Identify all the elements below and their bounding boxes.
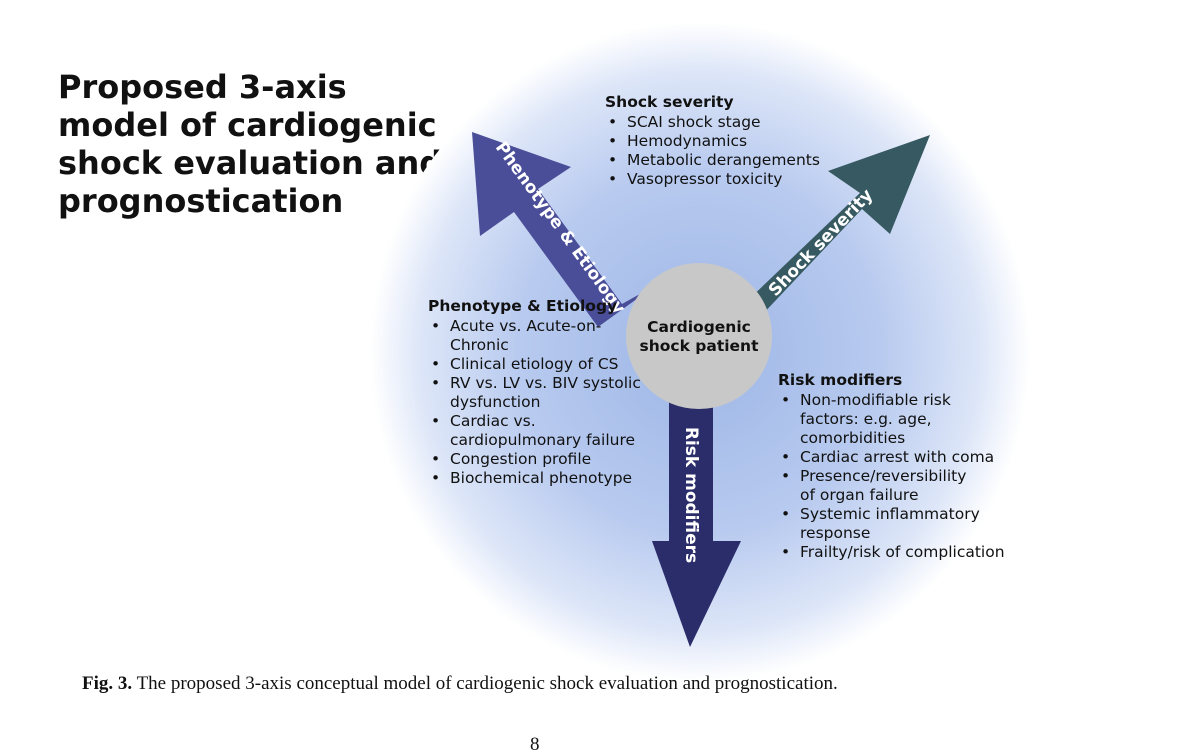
center-label-line-2: shock patient bbox=[639, 337, 759, 355]
phenotype-etiology-block: Phenotype & Etiology Acute vs. Acute-on-… bbox=[428, 297, 648, 488]
risk-modifiers-list: Non-modifiable risk factors: e.g. age, c… bbox=[778, 391, 1008, 562]
page-number: 8 bbox=[530, 734, 540, 755]
phenotype-etiology-heading: Phenotype & Etiology bbox=[428, 297, 618, 315]
list-item: Vasopressor toxicity bbox=[605, 170, 865, 189]
list-item: Hemodynamics bbox=[605, 132, 865, 151]
phenotype-etiology-list: Acute vs. Acute-on- Chronic Clinical eti… bbox=[428, 317, 648, 488]
list-item: SCAI shock stage bbox=[605, 113, 865, 132]
list-item: Congestion profile bbox=[428, 450, 648, 469]
risk-modifiers-heading: Risk modifiers bbox=[778, 371, 903, 389]
risk-modifiers-arrow bbox=[652, 395, 741, 647]
list-item: Presence/reversibility of organ failure bbox=[778, 467, 1008, 505]
list-item: Frailty/risk of complication bbox=[778, 543, 1008, 562]
list-item: Clinical etiology of CS bbox=[428, 355, 648, 374]
list-item: Cardiac vs. cardiopulmonary failure bbox=[428, 412, 648, 450]
center-circle bbox=[626, 263, 772, 409]
shock-severity-heading: Shock severity bbox=[605, 93, 734, 111]
list-item: RV vs. LV vs. BIV systolic dysfunction bbox=[428, 374, 648, 412]
page-title: Proposed 3-axis model of cardiogenic sho… bbox=[58, 68, 443, 220]
list-item: Acute vs. Acute-on- Chronic bbox=[428, 317, 648, 355]
list-item: Systemic inflammatory response bbox=[778, 505, 1008, 543]
list-item: Non-modifiable risk factors: e.g. age, c… bbox=[778, 391, 1008, 448]
figure-caption: Fig. 3. The proposed 3-axis conceptual m… bbox=[82, 673, 1182, 695]
center-label-line-1: Cardiogenic bbox=[647, 318, 751, 336]
shock-severity-list: SCAI shock stage Hemodynamics Metabolic … bbox=[605, 113, 865, 189]
shock-severity-block: Shock severity SCAI shock stage Hemodyna… bbox=[605, 93, 865, 189]
figure-caption-text: The proposed 3-axis conceptual model of … bbox=[136, 673, 838, 694]
risk-modifiers-block: Risk modifiers Non-modifiable risk facto… bbox=[778, 371, 1008, 562]
risk-axis-label: Risk modifiers bbox=[681, 427, 701, 563]
list-item: Metabolic derangements bbox=[605, 151, 865, 170]
shock-severity-arrow bbox=[744, 135, 930, 317]
figure-caption-label: Fig. 3. bbox=[82, 673, 133, 694]
list-item: Biochemical phenotype bbox=[428, 469, 648, 488]
list-item: Cardiac arrest with coma bbox=[778, 448, 1008, 467]
phenotype-etiology-arrow bbox=[472, 132, 656, 327]
